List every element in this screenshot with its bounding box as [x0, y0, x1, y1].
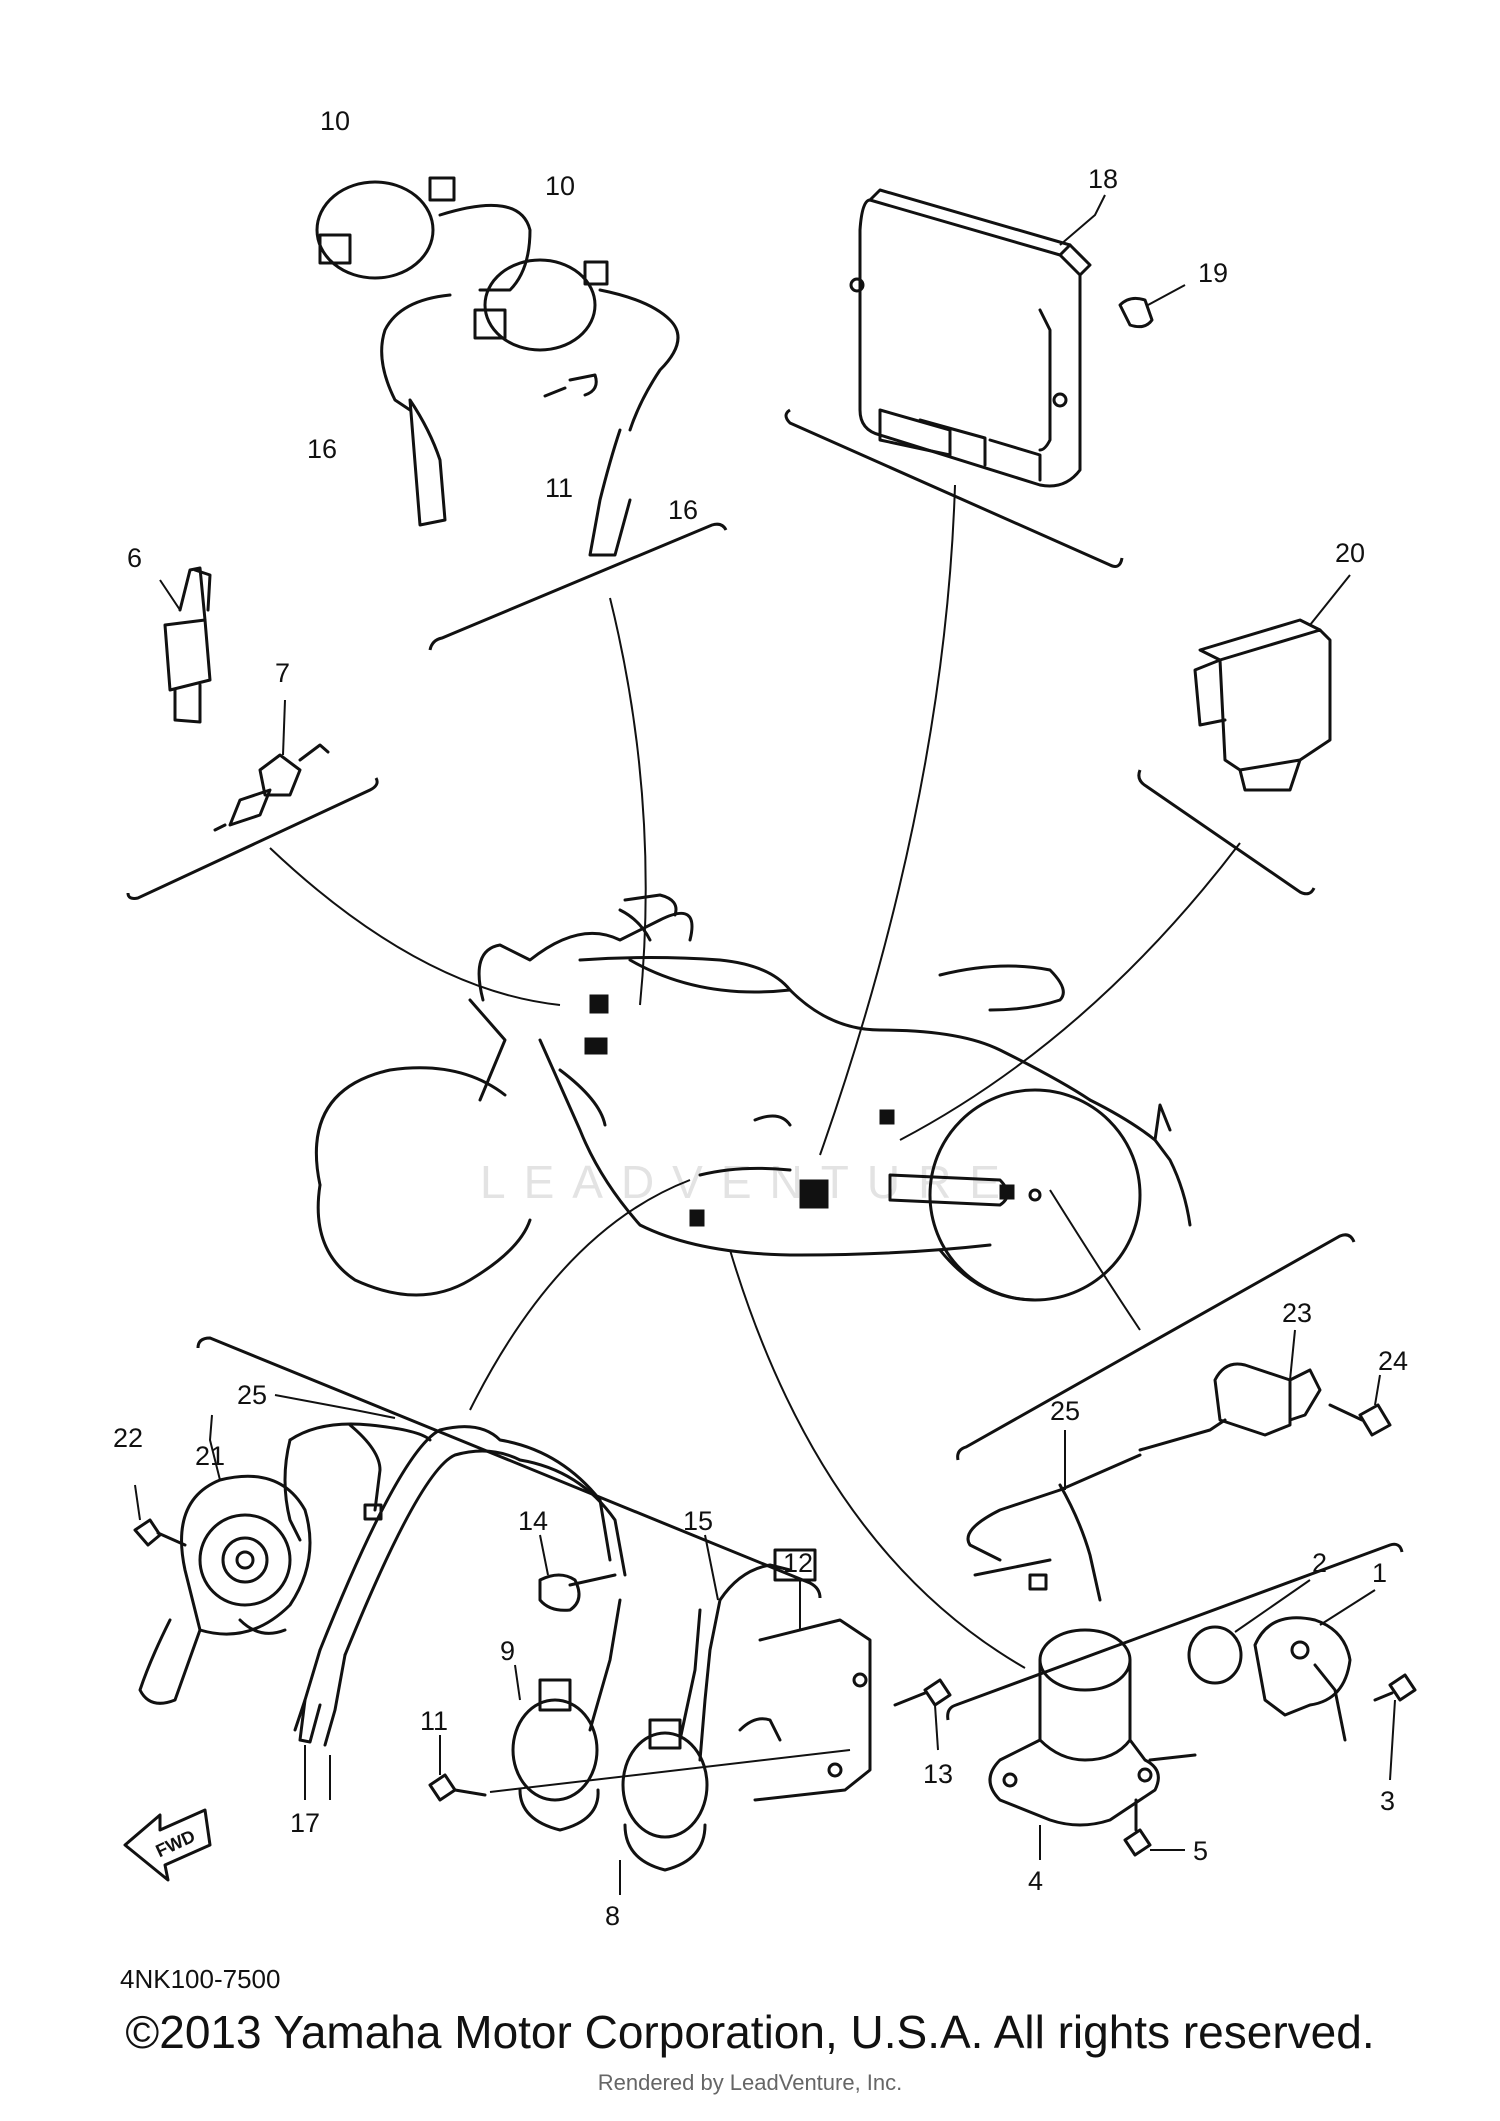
callout-15: 15	[683, 1506, 713, 1536]
callout-17: 17	[290, 1808, 320, 1838]
plate-1	[1253, 1589, 1376, 1742]
callout-22: 22	[113, 1423, 143, 1453]
bolt-11-lower	[428, 1735, 851, 1802]
motorcycle-outline	[314, 893, 1192, 1302]
callout-9: 9	[500, 1636, 515, 1666]
bolt-5	[1123, 1798, 1185, 1857]
callout-16a: 16	[307, 434, 337, 464]
callout-21: 21	[195, 1441, 225, 1471]
fwd-arrow	[123, 1808, 212, 1882]
callout-18: 18	[1088, 164, 1118, 194]
callout-13: 13	[923, 1759, 953, 1789]
sensor-23	[1138, 1329, 1322, 1452]
callout-10a: 10	[320, 106, 350, 136]
relay-20	[1193, 574, 1351, 792]
group-brackets	[126, 408, 1404, 1721]
callout-24: 24	[1378, 1346, 1408, 1376]
callout-14: 14	[518, 1506, 548, 1536]
bolt-13	[893, 1678, 952, 1751]
wire-25-left	[274, 1394, 432, 1542]
callout-10b: 10	[545, 171, 575, 201]
callout-1: 1	[1372, 1558, 1387, 1588]
callout-11a: 11	[545, 473, 573, 503]
callout-25a: 25	[237, 1380, 267, 1410]
gasket-2	[1187, 1579, 1311, 1685]
callout-2: 2	[1312, 1548, 1327, 1578]
spark-plug-leads-17	[293, 1425, 627, 1800]
ecu-unit	[849, 188, 1106, 488]
bolt-24	[1328, 1374, 1392, 1437]
bolt-22	[133, 1484, 187, 1547]
ignition-coil-group-top	[315, 176, 680, 557]
callout-3: 3	[1380, 1786, 1395, 1816]
wire-25-right	[966, 1430, 1142, 1602]
callout-16b: 16	[668, 495, 698, 525]
pump-4	[988, 1628, 1197, 1860]
bracket-12	[738, 1580, 872, 1802]
screw-3	[1373, 1673, 1417, 1781]
diagram-code: 4NK100-7500	[120, 1964, 281, 1994]
callout-12: 12	[783, 1548, 813, 1578]
clamp-14	[538, 1534, 617, 1612]
callout-8: 8	[605, 1901, 620, 1931]
callout-5: 5	[1193, 1836, 1208, 1866]
callout-25b: 25	[1050, 1396, 1080, 1426]
rendered-by-text: Rendered by LeadVenture, Inc.	[597, 2070, 903, 2095]
sensor-7	[213, 699, 330, 832]
bolt-19	[1118, 284, 1186, 329]
callout-20: 20	[1335, 538, 1365, 568]
harness-15	[698, 1534, 817, 1762]
callout-6: 6	[127, 543, 142, 573]
connector-curves	[269, 484, 1241, 1669]
callout-7: 7	[275, 658, 290, 688]
callout-4: 4	[1028, 1866, 1043, 1896]
horn-21	[138, 1414, 312, 1705]
callout-23: 23	[1282, 1298, 1312, 1328]
callout-11b: 11	[420, 1706, 448, 1736]
coil-8	[619, 1608, 709, 1895]
copyright-text: ©2013 Yamaha Motor Corporation, U.S.A. A…	[125, 2006, 1375, 2058]
callout-labels: 10 10 16 11 16 18 19 20 6 7 25 22 21 14 …	[113, 106, 1408, 1931]
leadventure-watermark: LEADVENTURE	[480, 1156, 1018, 1208]
callout-19: 19	[1198, 258, 1228, 288]
coil-9	[511, 1598, 622, 1832]
thermo-switch-6	[159, 566, 212, 724]
